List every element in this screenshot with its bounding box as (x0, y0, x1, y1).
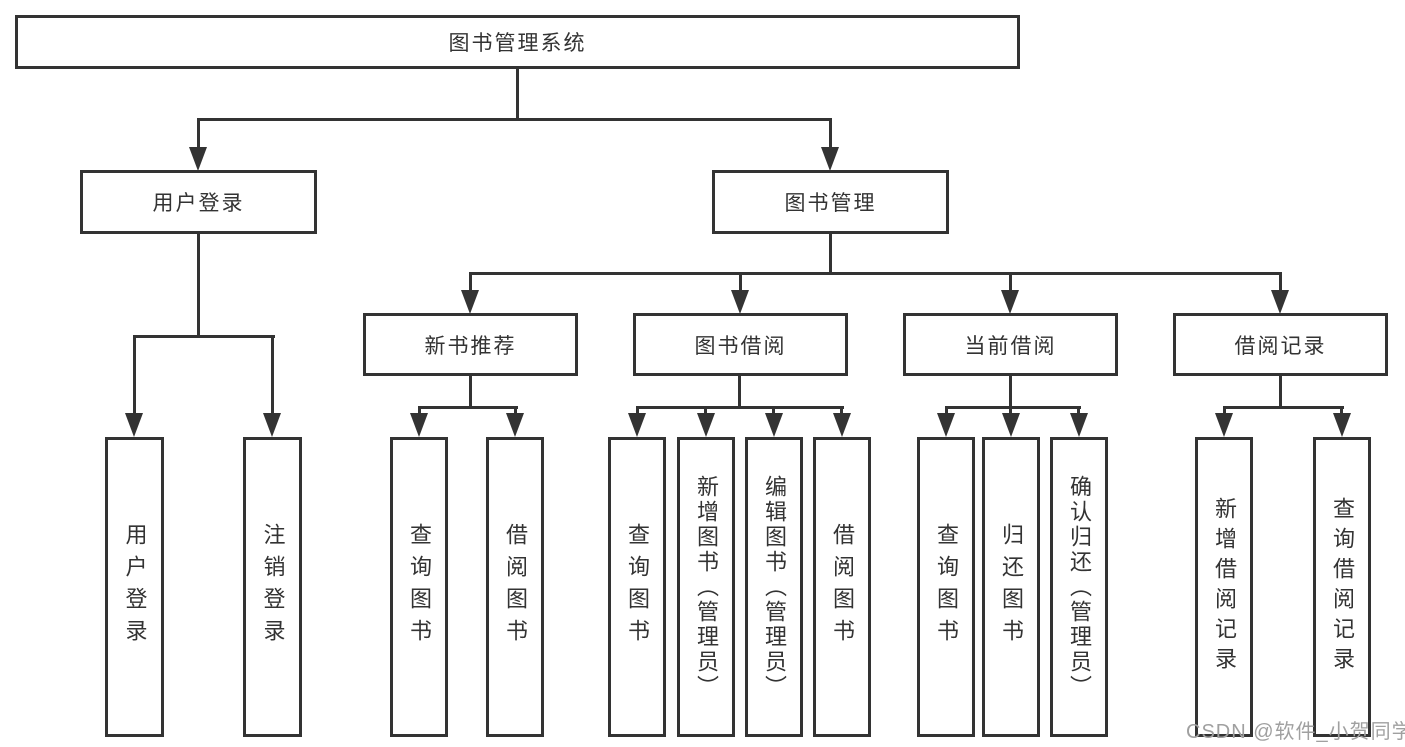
connector-vline (271, 335, 274, 415)
leaf-label: 归还图书 (999, 523, 1024, 651)
arrowhead-down-icon (189, 147, 207, 171)
arrowhead-down-icon (1002, 413, 1020, 437)
leaf-label: 查询图书 (625, 523, 650, 651)
leaf-logout: 注销登录 (243, 437, 302, 737)
connector-hline (197, 118, 832, 121)
connector-vline (945, 406, 948, 417)
connector-vline (1340, 406, 1343, 417)
leaf-edit-book-admin: 编辑图书（管理员） (745, 437, 803, 737)
connector-vline (1009, 406, 1012, 417)
connector-vline (418, 406, 421, 417)
leaf-label: 编辑图书（管理员） (762, 474, 787, 700)
arrowhead-down-icon (765, 413, 783, 437)
connector-vline (516, 68, 519, 120)
connector-vline (469, 272, 472, 294)
leaf-label: 注销登录 (260, 523, 286, 651)
connector-vline (197, 232, 200, 337)
leaf-label: 查询图书 (407, 523, 432, 651)
node-label: 当前借阅 (964, 334, 1057, 358)
leaf-label: 借阅图书 (503, 523, 528, 651)
arrowhead-down-icon (1333, 413, 1351, 437)
node-label: 借阅记录 (1234, 334, 1327, 358)
node-new-book-recommendation: 新书推荐 (363, 313, 578, 376)
node-user-login: 用户登录 (80, 170, 317, 234)
arrowhead-down-icon (125, 413, 143, 437)
connector-vline (739, 272, 742, 294)
connector-vline (840, 406, 843, 417)
leaf-add-book-admin: 新增图书（管理员） (677, 437, 735, 737)
connector-vline (829, 232, 832, 274)
leaf-label: 确认归还（管理员） (1067, 474, 1092, 700)
connector-vline (197, 118, 200, 150)
node-label: 图书管理 (784, 192, 877, 215)
connector-hline (469, 272, 1282, 275)
leaf-label: 用户登录 (122, 523, 148, 651)
connector-vline (1223, 406, 1226, 417)
arrowhead-down-icon (833, 413, 851, 437)
arrowhead-down-icon (410, 413, 428, 437)
arrowhead-down-icon (821, 147, 839, 171)
node-book-management: 图书管理 (712, 170, 949, 234)
connector-vline (1279, 272, 1282, 294)
connector-hline (636, 406, 844, 409)
node-label: 图书借阅 (694, 334, 787, 358)
arrowhead-down-icon (1001, 290, 1019, 314)
node-book-borrowing: 图书借阅 (633, 313, 848, 376)
node-root-library-system: 图书管理系统 (15, 15, 1020, 69)
leaf-label: 新增图书（管理员） (694, 474, 719, 700)
connector-vline (1279, 374, 1282, 408)
arrowhead-down-icon (697, 413, 715, 437)
connector-vline (738, 374, 741, 408)
arrowhead-down-icon (461, 290, 479, 314)
leaf-add-borrow-record: 新增借阅记录 (1195, 437, 1253, 737)
connector-vline (469, 374, 472, 408)
arrowhead-down-icon (1271, 290, 1289, 314)
arrowhead-down-icon (1215, 413, 1233, 437)
node-current-borrowing: 当前借阅 (903, 313, 1118, 376)
node-label: 图书管理系统 (448, 32, 587, 55)
connector-vline (1009, 272, 1012, 294)
arrowhead-down-icon (506, 413, 524, 437)
node-label: 新书推荐 (424, 334, 517, 358)
leaf-query-books-recommend: 查询图书 (390, 437, 448, 737)
connector-vline (133, 335, 136, 415)
connector-vline (514, 406, 517, 417)
leaf-borrow-books-recommend: 借阅图书 (486, 437, 544, 737)
leaf-query-books-current: 查询图书 (917, 437, 975, 737)
leaf-label: 查询图书 (934, 523, 959, 651)
connector-hline (133, 335, 275, 338)
connector-vline (636, 406, 639, 417)
leaf-user-login: 用户登录 (105, 437, 164, 737)
csdn-watermark: CSDN @软件_小贺同学 (1186, 721, 1405, 743)
leaf-query-books-borrowing: 查询图书 (608, 437, 666, 737)
arrowhead-down-icon (1070, 413, 1088, 437)
leaf-query-borrow-record: 查询借阅记录 (1313, 437, 1371, 737)
node-label: 用户登录 (152, 192, 245, 215)
connector-vline (829, 118, 832, 150)
connector-vline (1077, 406, 1080, 417)
connector-vline (704, 406, 707, 417)
leaf-label: 查询借阅记录 (1330, 497, 1355, 677)
leaf-return-books: 归还图书 (982, 437, 1040, 737)
connector-vline (772, 406, 775, 417)
leaf-confirm-return-admin: 确认归还（管理员） (1050, 437, 1108, 737)
connector-vline (1009, 374, 1012, 408)
leaf-borrow-books: 借阅图书 (813, 437, 871, 737)
connector-hline (1223, 406, 1344, 409)
connector-hline (945, 406, 1081, 409)
leaf-label: 新增借阅记录 (1212, 497, 1237, 677)
node-borrowing-records: 借阅记录 (1173, 313, 1388, 376)
arrowhead-down-icon (263, 413, 281, 437)
leaf-label: 借阅图书 (830, 523, 855, 651)
arrowhead-down-icon (937, 413, 955, 437)
arrowhead-down-icon (731, 290, 749, 314)
arrowhead-down-icon (628, 413, 646, 437)
connector-hline (418, 406, 518, 409)
